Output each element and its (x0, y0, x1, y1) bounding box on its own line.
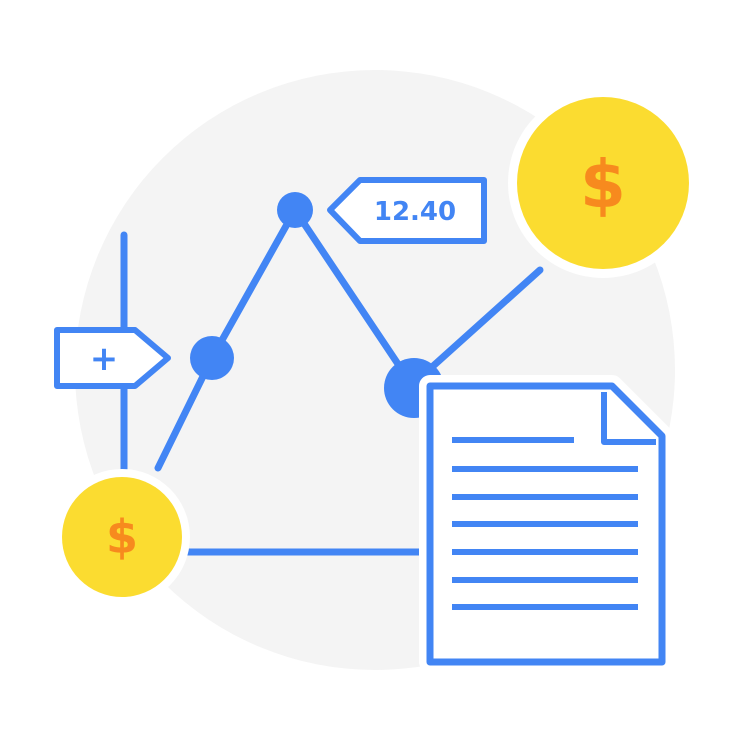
chart-point-2 (277, 192, 313, 228)
document-icon (419, 375, 673, 673)
dollar-icon: $ (580, 146, 626, 223)
dollar-coin-large: $ (508, 88, 698, 278)
chart-point-1 (190, 336, 234, 380)
dollar-coin-small: $ (54, 469, 190, 605)
plus-tag: + (54, 327, 171, 389)
price-tag: 12.40 (327, 177, 487, 244)
dollar-icon: $ (106, 510, 138, 564)
plus-tag-symbol: + (90, 339, 119, 379)
price-tag-value: 12.40 (374, 197, 456, 227)
